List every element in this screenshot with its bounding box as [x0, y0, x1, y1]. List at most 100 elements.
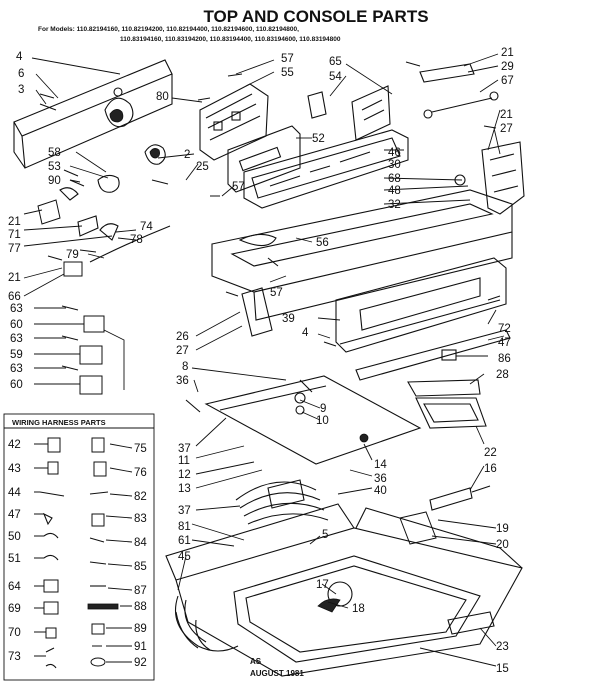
footer-date: AUGUST 1981: [250, 669, 304, 678]
callout-16: 16: [484, 463, 497, 475]
console-rear-panel: [13, 59, 173, 169]
callout-36b: 36: [374, 473, 387, 485]
callout-6: 6: [18, 68, 24, 80]
callout-81: 81: [178, 521, 191, 533]
models-line-1: For Models: 110.82194160, 110.82194200, …: [38, 26, 299, 33]
callout-60: 60: [10, 319, 23, 331]
wiring-harness-inset: [3, 413, 155, 681]
callout-58: 58: [48, 147, 61, 159]
callout-91: 91: [134, 641, 147, 653]
callout-37b: 37: [178, 505, 191, 517]
callout-76: 76: [134, 467, 147, 479]
callout-86: 86: [498, 353, 511, 365]
callout-47: 47: [498, 337, 511, 349]
end-bracket: [241, 287, 273, 337]
console-front-panel: [243, 129, 409, 209]
callout-63b: 63: [10, 333, 23, 345]
callout-39: 39: [282, 313, 295, 325]
models-line-2: 110.83194160, 110.83194200, 110.83194400…: [120, 36, 341, 43]
console-end-cap: [454, 141, 525, 215]
callout-50: 50: [8, 531, 21, 543]
callout-9: 9: [320, 403, 326, 415]
callout-53: 53: [48, 161, 61, 173]
console-housing: [211, 189, 513, 321]
callout-22: 22: [484, 447, 497, 459]
callout-87: 87: [134, 585, 147, 597]
callout-55: 55: [281, 67, 294, 79]
callout-28: 28: [496, 369, 509, 381]
callout-84: 84: [134, 537, 147, 549]
callout-89: 89: [134, 623, 147, 635]
switch-blocks: [63, 261, 125, 395]
callout-57: 57: [281, 53, 294, 65]
callout-51: 51: [8, 553, 21, 565]
callout-27: 27: [500, 123, 513, 135]
callout-19: 19: [496, 523, 509, 535]
callout-77: 77: [8, 243, 21, 255]
callout-14: 14: [374, 459, 387, 471]
callout-42: 42: [8, 439, 21, 451]
callout-13: 13: [178, 483, 191, 495]
callout-44: 44: [8, 487, 21, 499]
callout-72: 72: [498, 323, 511, 335]
cabinet-top: [204, 375, 422, 465]
callout-78: 78: [130, 234, 143, 246]
footer-code: AS: [250, 657, 262, 666]
callout-21d: 21: [8, 272, 21, 284]
lid-switch-parts: [37, 174, 171, 263]
callout-11: 11: [178, 455, 190, 467]
callout-90: 90: [48, 175, 61, 187]
callout-27b: 27: [176, 345, 189, 357]
diagram-title: TOP AND CONSOLE PARTS: [203, 7, 428, 26]
callout-92: 92: [134, 657, 147, 669]
harness-block: [307, 85, 391, 141]
callout-46: 46: [388, 147, 401, 159]
callout-65: 65: [329, 56, 342, 68]
wire-harness-40: [235, 479, 329, 525]
callout-85: 85: [134, 561, 147, 573]
callout-56: 56: [316, 237, 329, 249]
callout-47b: 47: [8, 509, 21, 521]
callout-69: 69: [8, 603, 21, 615]
callout-57c: 57: [270, 287, 283, 299]
callout-61: 61: [178, 535, 191, 547]
callout-64: 64: [8, 581, 21, 593]
callout-88: 88: [134, 601, 147, 613]
callout-54: 54: [329, 71, 342, 83]
callout-29: 29: [501, 61, 514, 73]
callout-12: 12: [178, 469, 191, 481]
callout-21b: 21: [500, 109, 513, 121]
callout-79: 79: [66, 249, 79, 261]
callout-21c: 21: [8, 216, 21, 228]
callout-40: 40: [374, 485, 387, 497]
callout-25: 25: [196, 161, 209, 173]
callout-82: 82: [134, 491, 147, 503]
callout-5: 5: [322, 529, 328, 541]
callout-37: 37: [178, 443, 191, 455]
callout-20: 20: [496, 539, 509, 551]
callout-3: 3: [18, 84, 24, 96]
callout-43: 43: [8, 463, 21, 475]
lid-switch: [399, 485, 491, 545]
callout-70: 70: [8, 627, 21, 639]
callout-68: 68: [388, 173, 401, 185]
callout-4: 4: [16, 51, 23, 63]
switch-rod: [419, 63, 499, 119]
callout-10: 10: [316, 415, 329, 427]
callout-23: 23: [496, 641, 509, 653]
trim-strip: [355, 329, 511, 381]
callout-18: 18: [352, 603, 365, 615]
callout-73: 73: [8, 651, 21, 663]
callout-4b: 4: [302, 327, 309, 339]
callout-75: 75: [134, 443, 147, 455]
top-frame: [165, 503, 523, 677]
callout-30: 30: [388, 159, 401, 171]
callout-60b: 60: [10, 379, 23, 391]
console-back-panel: [335, 257, 507, 353]
screws: [39, 61, 501, 413]
callout-74: 74: [140, 221, 153, 233]
switch-bracket: [227, 125, 301, 193]
timer-board: [199, 83, 269, 161]
callout-8: 8: [182, 361, 188, 373]
